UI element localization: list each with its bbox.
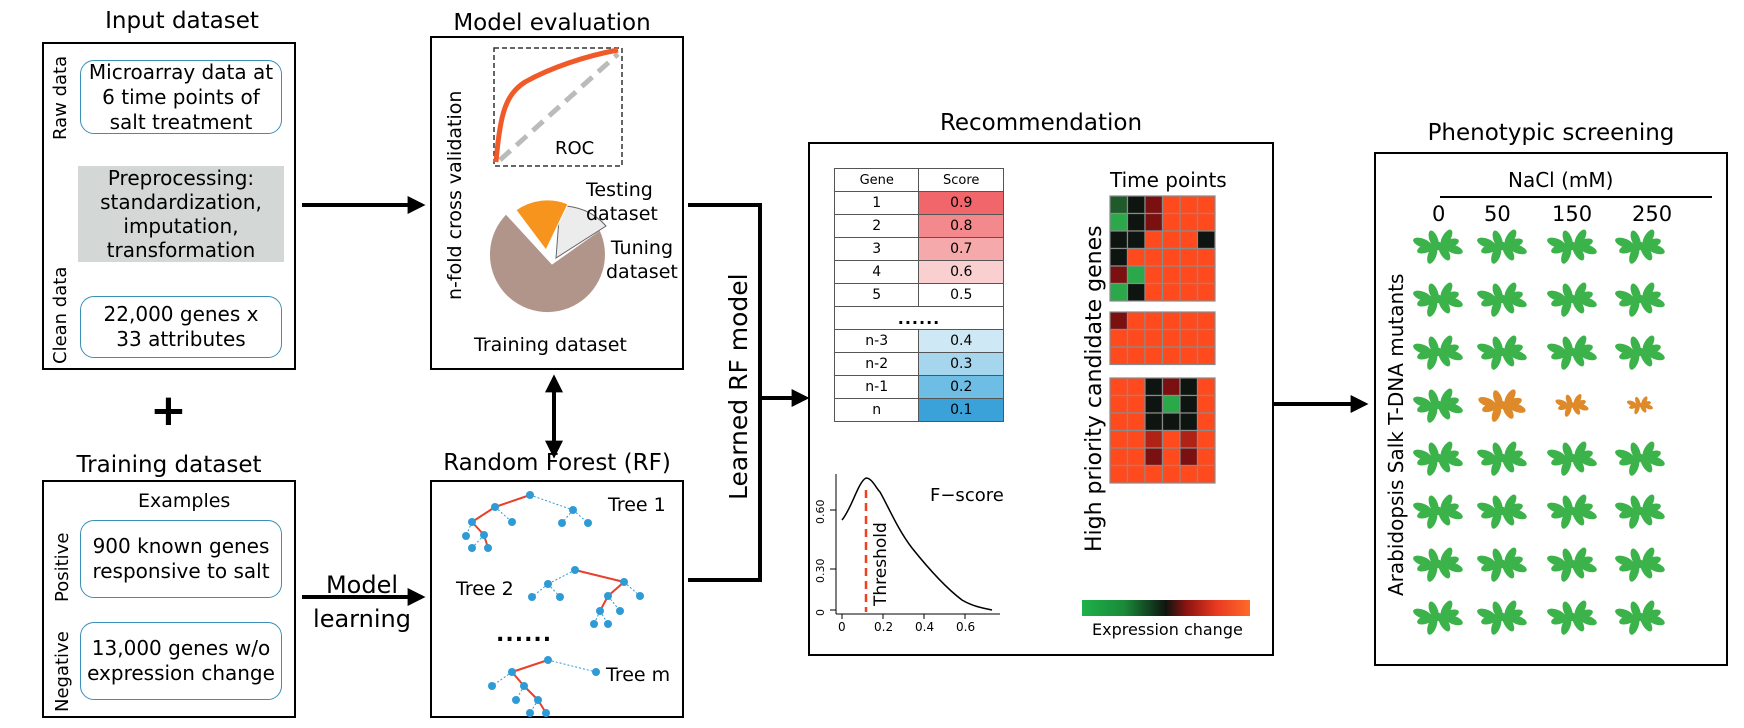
roc-diagonal <box>498 52 620 162</box>
nacl-0: 0 <box>1432 202 1446 226</box>
heatmap-cell <box>1196 346 1216 366</box>
plant-icon <box>1413 494 1463 529</box>
plant-icon <box>1477 282 1527 317</box>
tree-m-label: Tree m <box>606 664 671 686</box>
model-evaluation-title: Model evaluation <box>453 10 651 36</box>
plant-icon <box>1477 441 1527 476</box>
recommendation-title: Recommendation <box>939 110 1143 136</box>
nacl-50: 50 <box>1484 202 1511 226</box>
learned-model-bracket <box>688 203 762 582</box>
plant-icon <box>1477 547 1527 582</box>
negative-examples-box: 13,000 genes w/o expression change <box>80 622 282 700</box>
plant-icon <box>1413 547 1463 582</box>
plant-icon <box>1615 335 1665 370</box>
examples-label: Examples <box>138 490 231 512</box>
nacl-150: 150 <box>1552 202 1593 226</box>
nacl-250: 250 <box>1632 202 1673 226</box>
time-points-label: Time points <box>1110 168 1227 192</box>
plant-icon <box>1413 335 1463 370</box>
plant-icon <box>1413 388 1463 423</box>
plant-icon <box>1477 335 1527 370</box>
plant-icon <box>1477 600 1527 635</box>
heatmap-cell <box>1196 282 1216 302</box>
roc-curve <box>493 47 619 163</box>
plant-icon <box>1547 600 1597 635</box>
plant-icon <box>1615 547 1665 582</box>
plant-icon <box>1547 494 1597 529</box>
plant-icon <box>1615 229 1665 264</box>
roc-label: ROC <box>555 138 595 159</box>
plant-icon <box>1413 441 1463 476</box>
fscore-xtick-04: 0.4 <box>915 620 935 634</box>
table-header-gene: Gene <box>833 168 920 192</box>
plant-icon <box>1413 282 1463 317</box>
random-forest-title: Random Forest (RF) <box>443 450 671 476</box>
plant-icon <box>1547 282 1597 317</box>
tree-m <box>488 656 600 717</box>
tree-2 <box>528 566 644 628</box>
nacl-label: NaCl (mM) <box>1508 168 1614 192</box>
plant-icon <box>1615 600 1665 635</box>
plant-icon <box>1477 494 1527 529</box>
plant-icon <box>1615 441 1665 476</box>
expression-change-label: Expression change <box>1092 620 1243 639</box>
roc-plot-frame <box>493 47 623 167</box>
nacl-underline <box>1440 196 1712 198</box>
expression-scale-bar <box>1082 600 1250 616</box>
pie-testing-slice <box>515 199 569 251</box>
pie-training-slice <box>488 213 606 313</box>
model-learning-label: Model learning <box>313 571 411 633</box>
plant-icon <box>1477 229 1527 264</box>
plant-icon <box>1547 229 1597 264</box>
plant-icon <box>1615 282 1665 317</box>
tree-ellipsis: ...... <box>496 622 553 647</box>
clean-data-box: 22,000 genes x 33 attributes <box>80 296 282 358</box>
tree-1 <box>462 491 592 552</box>
plant-icon <box>1547 441 1597 476</box>
tree-2-label: Tree 2 <box>456 578 514 600</box>
fscore-xtick-02: 0.2 <box>874 620 894 634</box>
fscore-xtick-06: 0.6 <box>956 620 976 634</box>
positive-examples-box: 900 known genes responsive to salt <box>80 520 282 598</box>
plant-icon <box>1413 229 1463 264</box>
plant-icon <box>1547 547 1597 582</box>
plant-icon <box>1547 335 1597 370</box>
tree-1-label: Tree 1 <box>608 494 666 516</box>
tuning-dataset-label: Tuning dataset <box>606 237 678 283</box>
plant-icon <box>1413 600 1463 635</box>
training-dataset-title: Training dataset <box>76 452 262 478</box>
raw-data-box: Microarray data at 6 time points of salt… <box>80 60 282 134</box>
fscore-xtick-0: 0 <box>838 620 846 634</box>
phenotypic-screening-title: Phenotypic screening <box>1427 120 1675 146</box>
fscore-label: F−score <box>930 485 1004 506</box>
plus-sign: + <box>150 385 187 436</box>
fscore-curve <box>841 477 993 611</box>
heatmap-cell <box>1196 464 1216 484</box>
plant-icon <box>1627 396 1653 415</box>
testing-dataset-label: Testing dataset <box>586 179 658 225</box>
training-dataset-pie-label: Training dataset <box>474 334 627 356</box>
preprocessing-box: Preprocessing: standardization, imputati… <box>78 166 284 262</box>
plant-icon <box>1478 389 1526 422</box>
plant-icon <box>1615 494 1665 529</box>
input-dataset-title: Input dataset <box>105 8 259 34</box>
plant-icon <box>1555 394 1589 417</box>
